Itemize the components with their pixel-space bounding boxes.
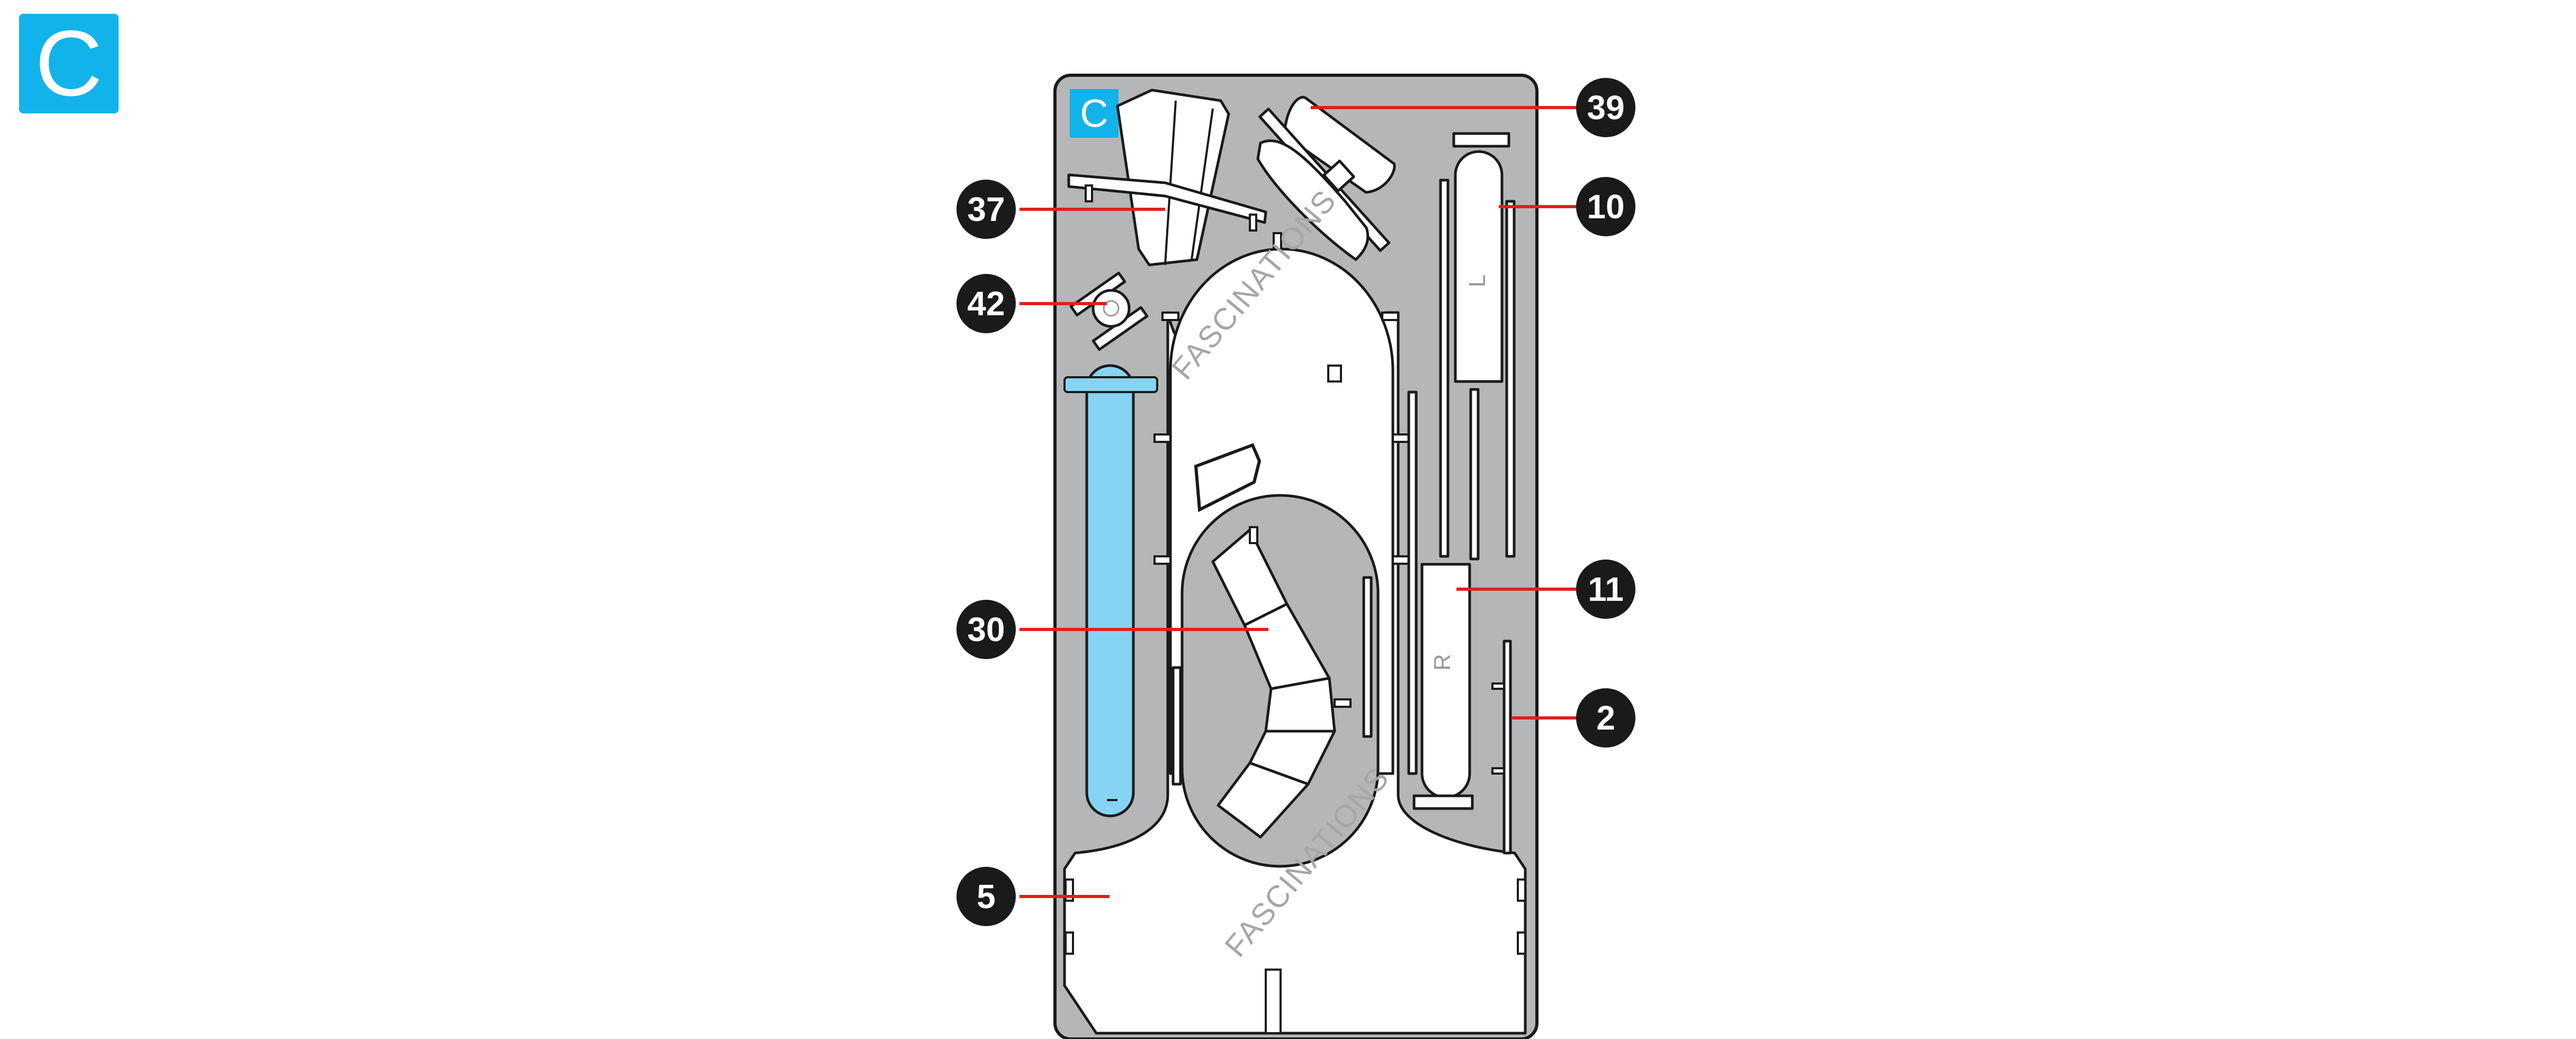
svg-text:39: 39	[1587, 88, 1624, 127]
part-39	[1256, 96, 1396, 261]
svg-text:2: 2	[1596, 699, 1615, 737]
svg-text:30: 30	[967, 610, 1005, 649]
svg-text:42: 42	[967, 285, 1005, 323]
board-label-badge	[1070, 89, 1119, 138]
part-11: R	[1407, 390, 1474, 810]
svg-text:5: 5	[977, 877, 996, 916]
part-10-marking: L	[1464, 274, 1490, 287]
part-30	[1211, 526, 1352, 839]
board-label: C	[1080, 92, 1108, 136]
callout-5: 5	[956, 867, 1016, 926]
callout-30: 30	[956, 600, 1016, 659]
part-blue-rod	[1063, 364, 1158, 818]
callout-39: 39	[1576, 78, 1635, 137]
callout-11: 11	[1576, 560, 1635, 619]
svg-text:37: 37	[967, 190, 1005, 228]
part-11-marking: R	[1429, 654, 1455, 671]
callout-10: 10	[1576, 177, 1635, 236]
sheet-label-badge: C	[19, 14, 119, 113]
svg-text:11: 11	[1588, 570, 1624, 608]
part-2	[1491, 640, 1512, 855]
callout-37: 37	[956, 180, 1016, 239]
callout-2: 2	[1576, 688, 1635, 748]
part-10: L	[1439, 132, 1516, 561]
part-37	[1067, 88, 1267, 267]
callout-42: 42	[956, 274, 1016, 333]
svg-text:10: 10	[1587, 188, 1624, 226]
